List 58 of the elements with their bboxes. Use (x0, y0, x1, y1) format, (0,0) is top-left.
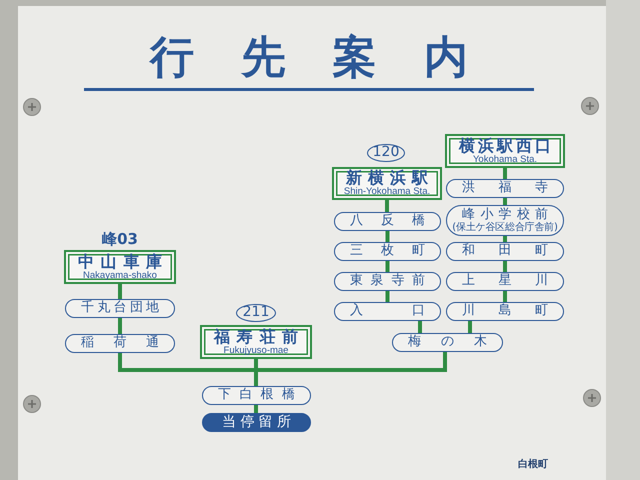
stop-name: 稲荷通 (81, 336, 159, 351)
stop-name-romaji: Shin-Yokohama Sta. (344, 187, 430, 198)
route-line (118, 318, 122, 334)
bus-stop-pill (392, 333, 503, 352)
bus-stop-pill (65, 334, 175, 353)
stop-name: 川島町 (462, 304, 548, 319)
stop-name: 峰小学校前 (462, 208, 548, 222)
stop-name: 和田町 (462, 244, 548, 259)
bus-stop-pill (65, 299, 175, 318)
stop-name: 千丸台団地 (81, 301, 159, 316)
bus-stop-pill (446, 272, 564, 291)
route-line (418, 321, 422, 333)
route-line (118, 284, 122, 299)
place-name: 白根町 (518, 458, 548, 471)
terminus-sign (200, 325, 312, 359)
route-number: 峰03 (101, 230, 139, 249)
bus-stop-pill (446, 205, 564, 236)
sign-title: 行先案内 (150, 34, 468, 82)
route-line (468, 321, 472, 333)
stop-name: 下白根橋 (218, 388, 295, 403)
terminus-sign (445, 134, 565, 168)
stop-name: 東泉寺前 (350, 274, 425, 289)
stop-name-romaji: Nakayama-shako (83, 270, 157, 282)
bus-stop-pill (334, 302, 441, 321)
stop-name: 福寿荘前 (214, 328, 298, 346)
route-line (503, 261, 507, 272)
route-line (385, 200, 389, 212)
stop-name: 入口 (350, 304, 425, 319)
bus-stop-pill (334, 272, 441, 291)
route-line (386, 291, 390, 302)
stop-name: 中山車庫 (78, 252, 162, 271)
stop-name: 上星川 (462, 274, 548, 289)
route-line (503, 236, 507, 242)
bus-stop-pill (334, 212, 441, 231)
stop-name-romaji: Fukujyuso-mae (224, 346, 288, 356)
bus-stop-pill (446, 179, 564, 198)
stop-name: 新横浜駅 (346, 169, 428, 188)
stop-name: 八反橋 (350, 214, 425, 229)
stop-name: 三枚町 (350, 244, 425, 259)
terminus-sign (64, 250, 176, 284)
route-line (503, 198, 507, 205)
stop-name-note: (保土ケ谷区総合庁舎前) (452, 222, 558, 234)
bus-stop-pill (446, 242, 564, 261)
bus-stop-pill (202, 386, 311, 405)
bus-stop-pill (334, 242, 441, 261)
current-stop-pill (202, 413, 311, 432)
bus-stop-pill (446, 302, 564, 321)
route-line (386, 261, 390, 272)
stop-name: 梅の木 (408, 335, 487, 350)
route-line (503, 168, 507, 179)
stop-name: 横浜駅西口 (459, 136, 551, 155)
stop-name: 洪福寺 (462, 181, 548, 196)
route-line (254, 405, 258, 413)
stop-name: 当停留所 (222, 414, 291, 430)
route-line (503, 291, 507, 302)
stop-name-romaji: Yokohama Sta. (472, 154, 538, 166)
terminus-sign (332, 167, 442, 200)
route-line (386, 231, 390, 242)
